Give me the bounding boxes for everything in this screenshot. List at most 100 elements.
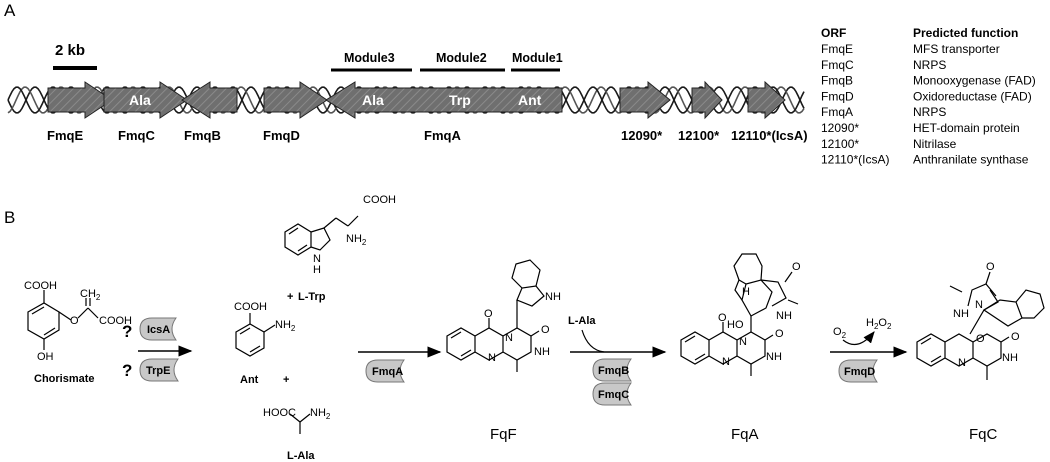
fmqb-label: FmqB (598, 365, 629, 377)
gene-inner-ala-a: Ala (362, 92, 384, 108)
fqa-o3: O (792, 261, 801, 273)
table-row-orf: 12110*(IcsA) (821, 153, 889, 167)
ant-nh2: NH2 (275, 319, 296, 333)
trp-name: L-Trp (298, 291, 326, 303)
h2o2-label: H2O2 (866, 317, 892, 331)
trp-plus: + (287, 291, 293, 303)
fqf-n2: N (488, 352, 496, 364)
fqa-nh1: NH (766, 351, 782, 363)
table-row-orf: FmqB (821, 74, 853, 88)
fqa-ho: HO (727, 319, 744, 331)
table-row-orf: FmqD (821, 89, 854, 103)
table-row-function: NRPS (913, 58, 946, 72)
ant-structure (235, 313, 276, 357)
trp-nh-n: N (313, 253, 321, 265)
trp-nh-h: H (313, 264, 321, 276)
table-row-function: Nitrilase (913, 137, 957, 151)
fqa-o2: O (775, 328, 784, 340)
gene-arrow-fmqe (47, 81, 113, 119)
trp-cooh: COOH (363, 194, 396, 206)
chorismate-name: Chorismate (34, 373, 95, 385)
gene-arrow-fmqb (181, 81, 238, 119)
chorismate-oh: OH (37, 351, 54, 363)
trp-structure (284, 215, 359, 256)
panel-b-letter: B (4, 208, 15, 227)
gene-arrow-fmqd (263, 81, 328, 119)
fqc-o-mid: O (976, 333, 985, 345)
fqf-o2: O (541, 324, 550, 336)
table-row-function: Anthranilate synthase (913, 153, 1029, 167)
table-row-function: NRPS (913, 105, 946, 119)
fmqb-enzyme: FmqB (592, 358, 632, 382)
fqc-nh2: NH (1002, 352, 1018, 364)
o2-label: O2 (833, 326, 847, 340)
fqf-o: O (484, 308, 493, 320)
fqa-n2: N (722, 356, 730, 368)
fmqa-label: FmqA (372, 366, 403, 378)
fqf-name: FqF (490, 426, 517, 443)
trpe-enzyme: TrpE (139, 358, 179, 382)
chorismate-structure (27, 290, 99, 350)
table-row-function: Oxidoreductase (FAD) (913, 89, 1032, 103)
fmqd-enzyme: FmqD (838, 359, 878, 383)
gene-label-fmqc: FmqC (118, 128, 155, 143)
chorismate-o: O (70, 315, 79, 327)
fqc-structure (916, 271, 1045, 380)
panel-a-letter: A (4, 1, 16, 20)
fmqc-enzyme: FmqC (592, 382, 632, 406)
module3-label: Module3 (344, 51, 395, 65)
fqf-nh: NH (534, 346, 550, 358)
scale-bar-label: 2 kb (55, 42, 85, 59)
fqf-n1: N (505, 332, 513, 344)
fqc-n1: N (975, 299, 983, 311)
question-mark-trpe: ? (122, 361, 132, 380)
gene-inner-trp: Trp (449, 92, 471, 108)
chorismate-cooh2: COOH (99, 315, 132, 327)
table-row-orf: FmqE (821, 42, 853, 56)
trp-nh2: NH2 (346, 233, 367, 247)
gene-label-12100: 12100* (678, 128, 720, 143)
ant-cooh: COOH (234, 301, 267, 313)
fqa-o1: O (718, 312, 727, 324)
fqa-name: FqA (731, 426, 759, 443)
fqa-nh2: NH (776, 310, 792, 322)
ala-hooc: HOOC (263, 407, 296, 419)
gene-label-fmqa: FmqA (424, 128, 461, 143)
trpe-label: TrpE (146, 365, 170, 377)
gene-label-12110: 12110*(IcsA) (731, 128, 808, 143)
gene-arrow-12100 (691, 80, 723, 120)
chorismate-ch2: CH2 (80, 288, 101, 302)
gene-inner-ala-c: Ala (129, 92, 151, 108)
module1-label: Module1 (512, 51, 563, 65)
fqf-indole-nh: NH (545, 291, 561, 303)
ant-plus: + (283, 374, 289, 386)
icsa-label: IcsA (147, 324, 170, 336)
table-row-orf: 12100* (821, 137, 859, 151)
table-row-function: MFS transporter (913, 42, 1000, 56)
table-row-orf: FmqA (821, 105, 853, 119)
icsa-enzyme: IcsA (139, 317, 177, 341)
fmqa-enzyme: FmqA (365, 359, 405, 383)
fqa-n1: N (739, 336, 747, 348)
fqc-o-right: O (1011, 331, 1020, 343)
module2-label: Module2 (436, 51, 487, 65)
table-row-orf: FmqC (821, 58, 854, 72)
table-row-orf: 12090* (821, 121, 859, 135)
gene-inner-ant: Ant (518, 92, 542, 108)
gene-arrow-fmqc (103, 81, 188, 119)
fqc-n2: N (958, 357, 966, 369)
gene-arrow-fmqa (325, 81, 563, 119)
table-row-function: Monooxygenase (FAD) (913, 74, 1036, 88)
fqa-structure (680, 253, 799, 376)
ala-structure (289, 413, 311, 434)
fqf-structure (446, 259, 545, 372)
table-row-function: HET-domain protein (913, 121, 1020, 135)
o2-curve (842, 331, 875, 346)
gene-label-fmqb: FmqB (184, 128, 221, 143)
question-mark-icsa: ? (122, 322, 132, 341)
table-header-function: Predicted function (913, 26, 1018, 40)
ala-nh2: NH2 (310, 407, 331, 421)
fqa-h: H (742, 286, 750, 298)
